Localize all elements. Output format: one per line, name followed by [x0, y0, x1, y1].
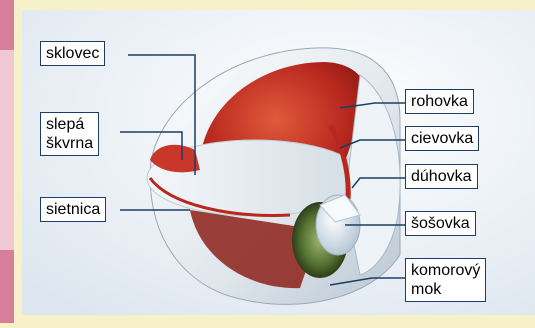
leader-rohovka [339, 102, 405, 109]
leader-cievovka [339, 139, 405, 149]
left-edge-highlight [0, 50, 14, 250]
leader-sklovec [128, 54, 196, 175]
label-komorovy-mok: komorový mok [405, 258, 487, 302]
leader-komorovy-mok [329, 277, 405, 286]
optic-disc [150, 144, 200, 173]
leader-lines [120, 54, 405, 286]
label-sklovec: sklovec [40, 41, 106, 66]
choroid-lower [190, 210, 320, 289]
label-rohovka: rohovka [405, 89, 474, 114]
leader-duhovka [351, 177, 405, 189]
label-sosovka: šošovka [405, 211, 476, 236]
label-duhovka: dúhovka [405, 164, 478, 189]
label-cievovka: cievovka [405, 126, 480, 151]
leader-slepa-skvrna [120, 131, 183, 160]
label-slepa-skvrna: slepá škvrna [40, 112, 100, 156]
lens-cut [319, 194, 361, 223]
retina-rim [148, 177, 291, 217]
ciliary-body [327, 123, 351, 201]
label-sietnica: sietnica [40, 197, 107, 222]
